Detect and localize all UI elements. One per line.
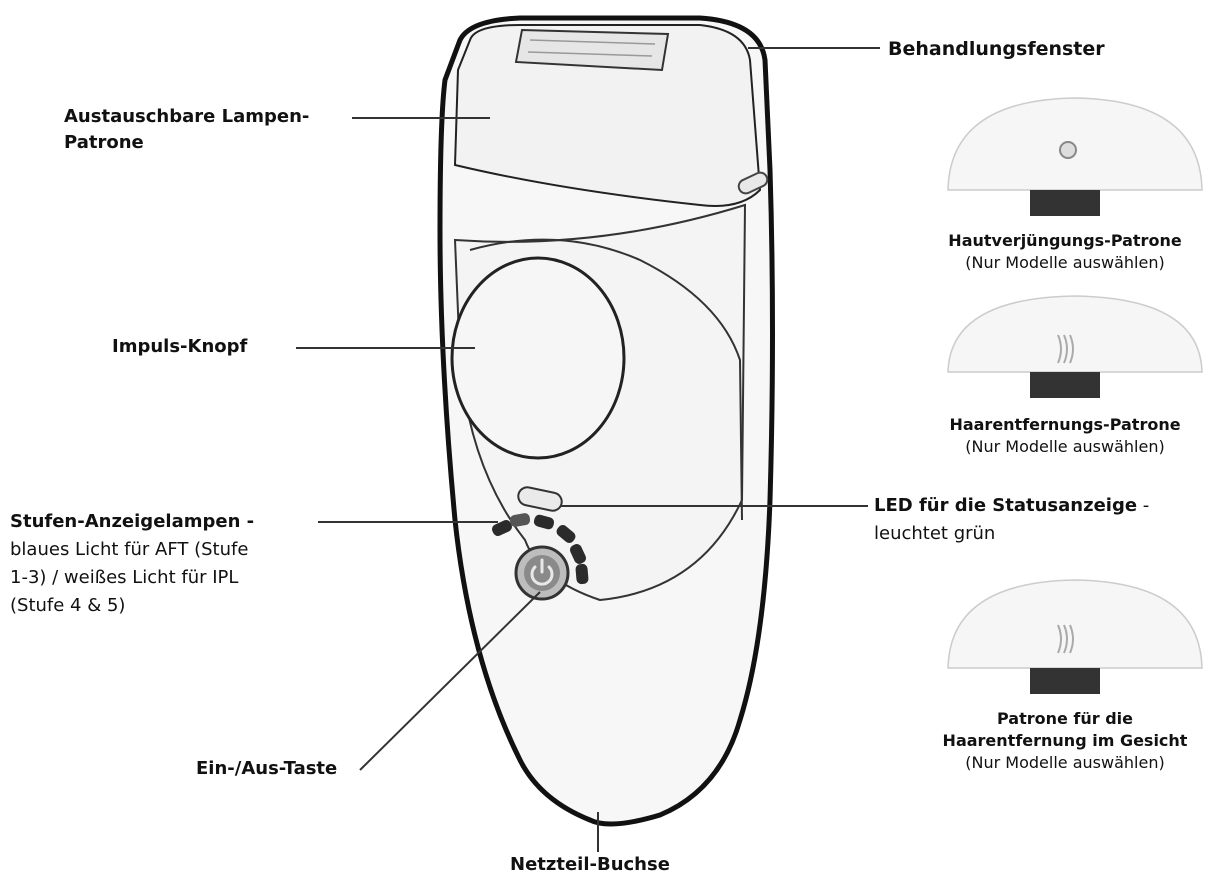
label-power-button: Ein-/Aus-Taste (196, 758, 338, 779)
label-level-lamps-line2: 1-3) / weißes Licht für IPL (10, 567, 239, 588)
lamp-cartridge-shape (453, 24, 762, 207)
label-treatment-window: Behandlungsfenster (888, 38, 1105, 60)
label-level-lamps-line3: (Stufe 4 & 5) (10, 595, 126, 616)
label-status-led-dash: - (1142, 495, 1150, 516)
label-status-led-title: LED für die Statusanzeige (874, 495, 1138, 516)
caption-face-note: (Nur Modelle auswählen) (965, 753, 1165, 772)
label-lamp-cartridge-line1: Austauschbare Lampen- (64, 106, 310, 127)
label-lamp-cartridge-line2: Patrone (64, 132, 144, 153)
caption-hair-removal-note: (Nur Modelle auswählen) (965, 437, 1165, 456)
hair-strokes-icon (1057, 334, 1074, 364)
cartridge-hair-removal (947, 295, 1203, 398)
caption-rejuvenation-note: (Nur Modelle auswählen) (965, 253, 1165, 272)
caption-face-hair-removal: Patrone für die Haarentfernung im Gesich… (925, 708, 1205, 774)
label-level-lamps: Stufen-Anzeigelampen - blaues Licht für … (10, 508, 254, 620)
caption-hair-removal: Haarentfernungs-Patrone (Nur Modelle aus… (925, 414, 1205, 458)
label-status-led-line2: leuchtet grün (874, 523, 996, 544)
circle-sensor-icon (1059, 141, 1077, 159)
caption-face-title-line2: Haarentfernung im Gesicht (942, 731, 1188, 750)
label-pulse-button: Impuls-Knopf (112, 336, 248, 357)
status-led-shape (517, 486, 563, 512)
caption-face-title-line1: Patrone für die (996, 709, 1134, 728)
label-level-lamps-title: Stufen-Anzeigelampen - (10, 511, 255, 532)
label-lamp-cartridge: Austauschbare Lampen- Patrone (64, 104, 309, 156)
caption-rejuvenation-title: Hautverjüngungs-Patrone (948, 231, 1182, 250)
cartridge-face-hair-removal (947, 579, 1203, 694)
level-indicator-lamps (492, 513, 589, 585)
treatment-window-shape (514, 28, 670, 72)
side-slot (737, 171, 769, 195)
label-level-lamps-line1: blaues Licht für AFT (Stufe (10, 539, 249, 560)
hair-strokes-icon (1057, 624, 1074, 654)
pulse-button-shape (450, 256, 626, 460)
label-status-led: LED für die Statusanzeige - leuchtet grü… (874, 492, 1149, 548)
caption-rejuvenation: Hautverjüngungs-Patrone (Nur Modelle aus… (925, 230, 1205, 274)
label-power-socket: Netzteil-Buchse (510, 854, 670, 875)
caption-hair-removal-title: Haarentfernungs-Patrone (949, 415, 1181, 434)
cartridge-rejuvenation (947, 97, 1203, 216)
